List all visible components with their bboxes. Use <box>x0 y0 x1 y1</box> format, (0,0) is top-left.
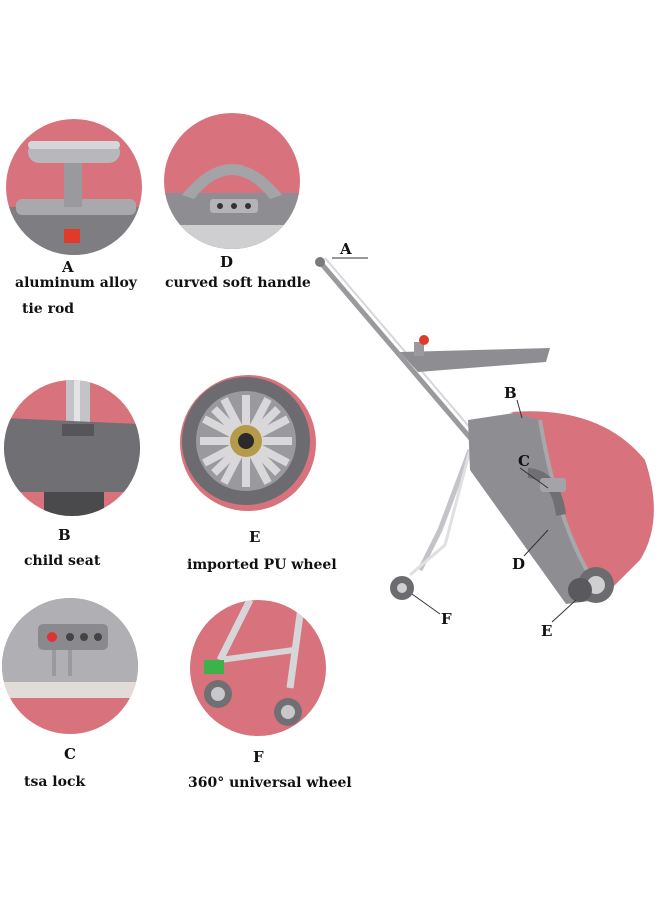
tie-rod-icon <box>6 119 142 255</box>
seat-detail-circle <box>4 380 140 516</box>
callout-a: A <box>340 240 352 258</box>
callout-c: C <box>518 452 530 470</box>
feature-caption-caster: 360° universal wheel <box>188 775 352 791</box>
feature-letter-c: C <box>64 745 76 763</box>
feature-letter-b: B <box>58 526 71 544</box>
caster-icon <box>190 600 326 736</box>
feature-letter-f: F <box>253 748 264 766</box>
caster-detail-circle <box>190 600 326 736</box>
feature-caption-tie-rod-2: tie rod <box>22 301 75 317</box>
callout-e: E <box>541 622 553 640</box>
callout-d: D <box>512 555 526 573</box>
feature-letter-a: A <box>62 258 74 276</box>
seat-icon <box>4 380 140 516</box>
callout-b: B <box>504 384 517 402</box>
feature-caption-handle: curved soft handle <box>165 275 311 291</box>
callout-f: F <box>441 610 452 628</box>
feature-caption-seat: child seat <box>24 553 101 569</box>
wheel-detail-circle <box>180 375 316 511</box>
wheel-icon <box>180 375 316 511</box>
feature-letter-e: E <box>249 528 261 546</box>
feature-letter-d: D <box>220 253 234 271</box>
feature-caption-lock: tsa lock <box>24 774 86 790</box>
feature-caption-tie-rod: aluminum alloy <box>15 275 137 291</box>
tie-rod-detail-circle <box>6 119 142 255</box>
feature-caption-wheel: imported PU wheel <box>187 557 337 573</box>
